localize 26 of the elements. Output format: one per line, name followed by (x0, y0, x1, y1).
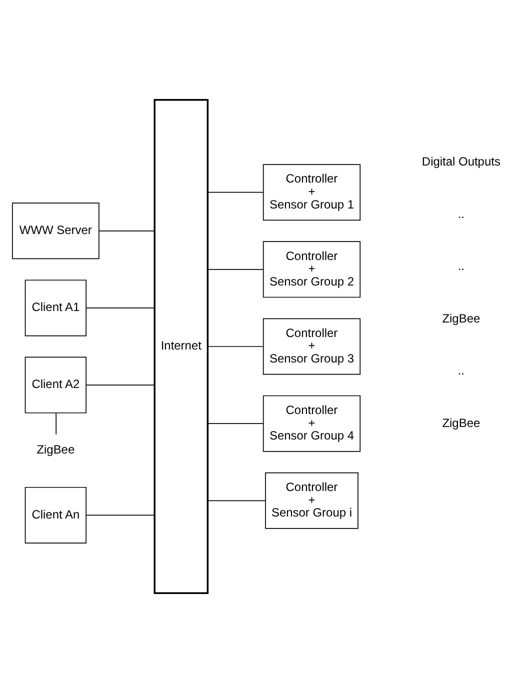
label: ZigBee (442, 310, 480, 325)
node-box: Controller + Sensor Group 4 (262, 394, 360, 452)
node-box: WWW Server (12, 202, 99, 259)
connector (85, 307, 155, 308)
node-box: Client A2 (24, 356, 86, 413)
node-box: Client An (24, 486, 86, 543)
node-box: Client A1 (24, 279, 86, 336)
label: .. (457, 258, 464, 273)
label: ZigBee (442, 415, 480, 430)
label: .. (457, 206, 464, 220)
node-text: ZigBee (36, 442, 74, 456)
connector (85, 384, 155, 385)
node-box: Controller + Sensor Group 2 (262, 240, 360, 298)
connector (206, 500, 266, 501)
node-box: Controller + Sensor Group 3 (262, 318, 360, 374)
node-box: Internet (153, 98, 208, 594)
label: Digital Outputs (421, 154, 500, 168)
connector (206, 422, 264, 424)
node-box: Controller + Sensor Group i (264, 472, 358, 528)
label: .. (457, 363, 464, 378)
connector (206, 191, 264, 192)
connector (206, 268, 264, 270)
connector (85, 514, 155, 516)
node-box: Controller + Sensor Group 1 (262, 164, 360, 220)
connector (55, 412, 56, 434)
connector (98, 230, 154, 231)
